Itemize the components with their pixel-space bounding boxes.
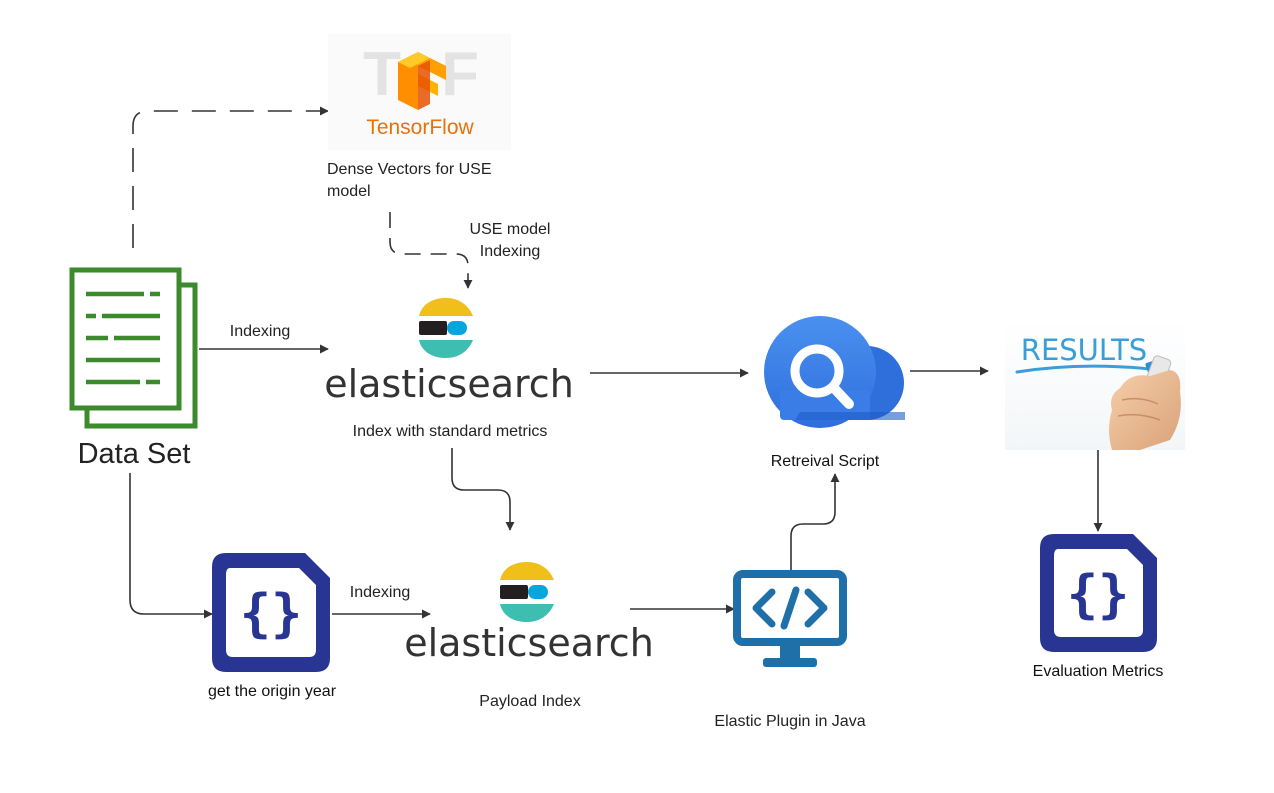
tensorflow-caption-line2: model (327, 183, 371, 200)
elasticsearch-logo (419, 298, 473, 358)
node-dataset: Data Set (69, 267, 198, 470)
edge-label-indexing-top: Indexing (230, 323, 291, 340)
dataset-label: Data Set (78, 438, 191, 470)
edge-tensorflow-es-top (389, 212, 473, 289)
cloud-search-icon (764, 316, 905, 428)
node-origin-year: {} get the origin year (208, 553, 337, 700)
es-top-caption: Index with standard metrics (353, 423, 548, 440)
node-evaluation: {} Evaluation Metrics (1033, 534, 1164, 680)
edge-label-indexing-bottom: Indexing (350, 584, 411, 601)
document-icon (69, 267, 198, 429)
edge-label-use-indexing-line2: Indexing (480, 243, 541, 260)
node-retrieval: Retreival Script (764, 316, 905, 470)
edge-plugin-retrieval (790, 473, 840, 572)
node-es-top: elasticsearch Index with standard metric… (324, 298, 574, 440)
edge-dataset-tensorflow (132, 106, 329, 248)
node-results: RESULTS (1005, 320, 1185, 450)
retrieval-caption: Retreival Script (771, 453, 880, 470)
json-file-icon: {} (212, 553, 330, 672)
results-logo-text: RESULTS (1021, 333, 1147, 367)
evaluation-caption: Evaluation Metrics (1033, 663, 1164, 680)
node-plugin: Elastic Plugin in Java (714, 570, 866, 730)
es-bottom-logo-text: elasticsearch (404, 621, 654, 665)
svg-text:F: F (441, 40, 479, 109)
code-monitor-icon (733, 570, 847, 667)
edge-dataset-origin-year (129, 473, 213, 619)
plugin-caption: Elastic Plugin in Java (714, 713, 865, 730)
origin-year-caption: get the origin year (208, 683, 337, 700)
svg-text:{}: {} (240, 584, 303, 644)
node-es-bottom: elasticsearch Payload Index (404, 562, 654, 710)
edge-label-use-indexing-line1: USE model (470, 221, 551, 238)
edges (129, 106, 1103, 619)
results-hand-image: RESULTS (1015, 333, 1181, 450)
tensorflow-logo: T F TensorFlow (363, 40, 479, 139)
edge-es-top-es-bottom (451, 448, 515, 531)
node-tensorflow: T F TensorFlow Dense Vectors for USE mod… (327, 34, 511, 200)
svg-text:{}: {} (1067, 565, 1130, 625)
json-file-icon: {} (1040, 534, 1157, 652)
tensorflow-caption-line1: Dense Vectors for USE (327, 161, 492, 178)
es-top-logo-text: elasticsearch (324, 362, 574, 406)
tensorflow-logo-text: TensorFlow (366, 116, 474, 139)
elasticsearch-logo (500, 562, 554, 622)
es-bottom-caption: Payload Index (479, 693, 580, 710)
svg-text:T: T (363, 40, 401, 109)
